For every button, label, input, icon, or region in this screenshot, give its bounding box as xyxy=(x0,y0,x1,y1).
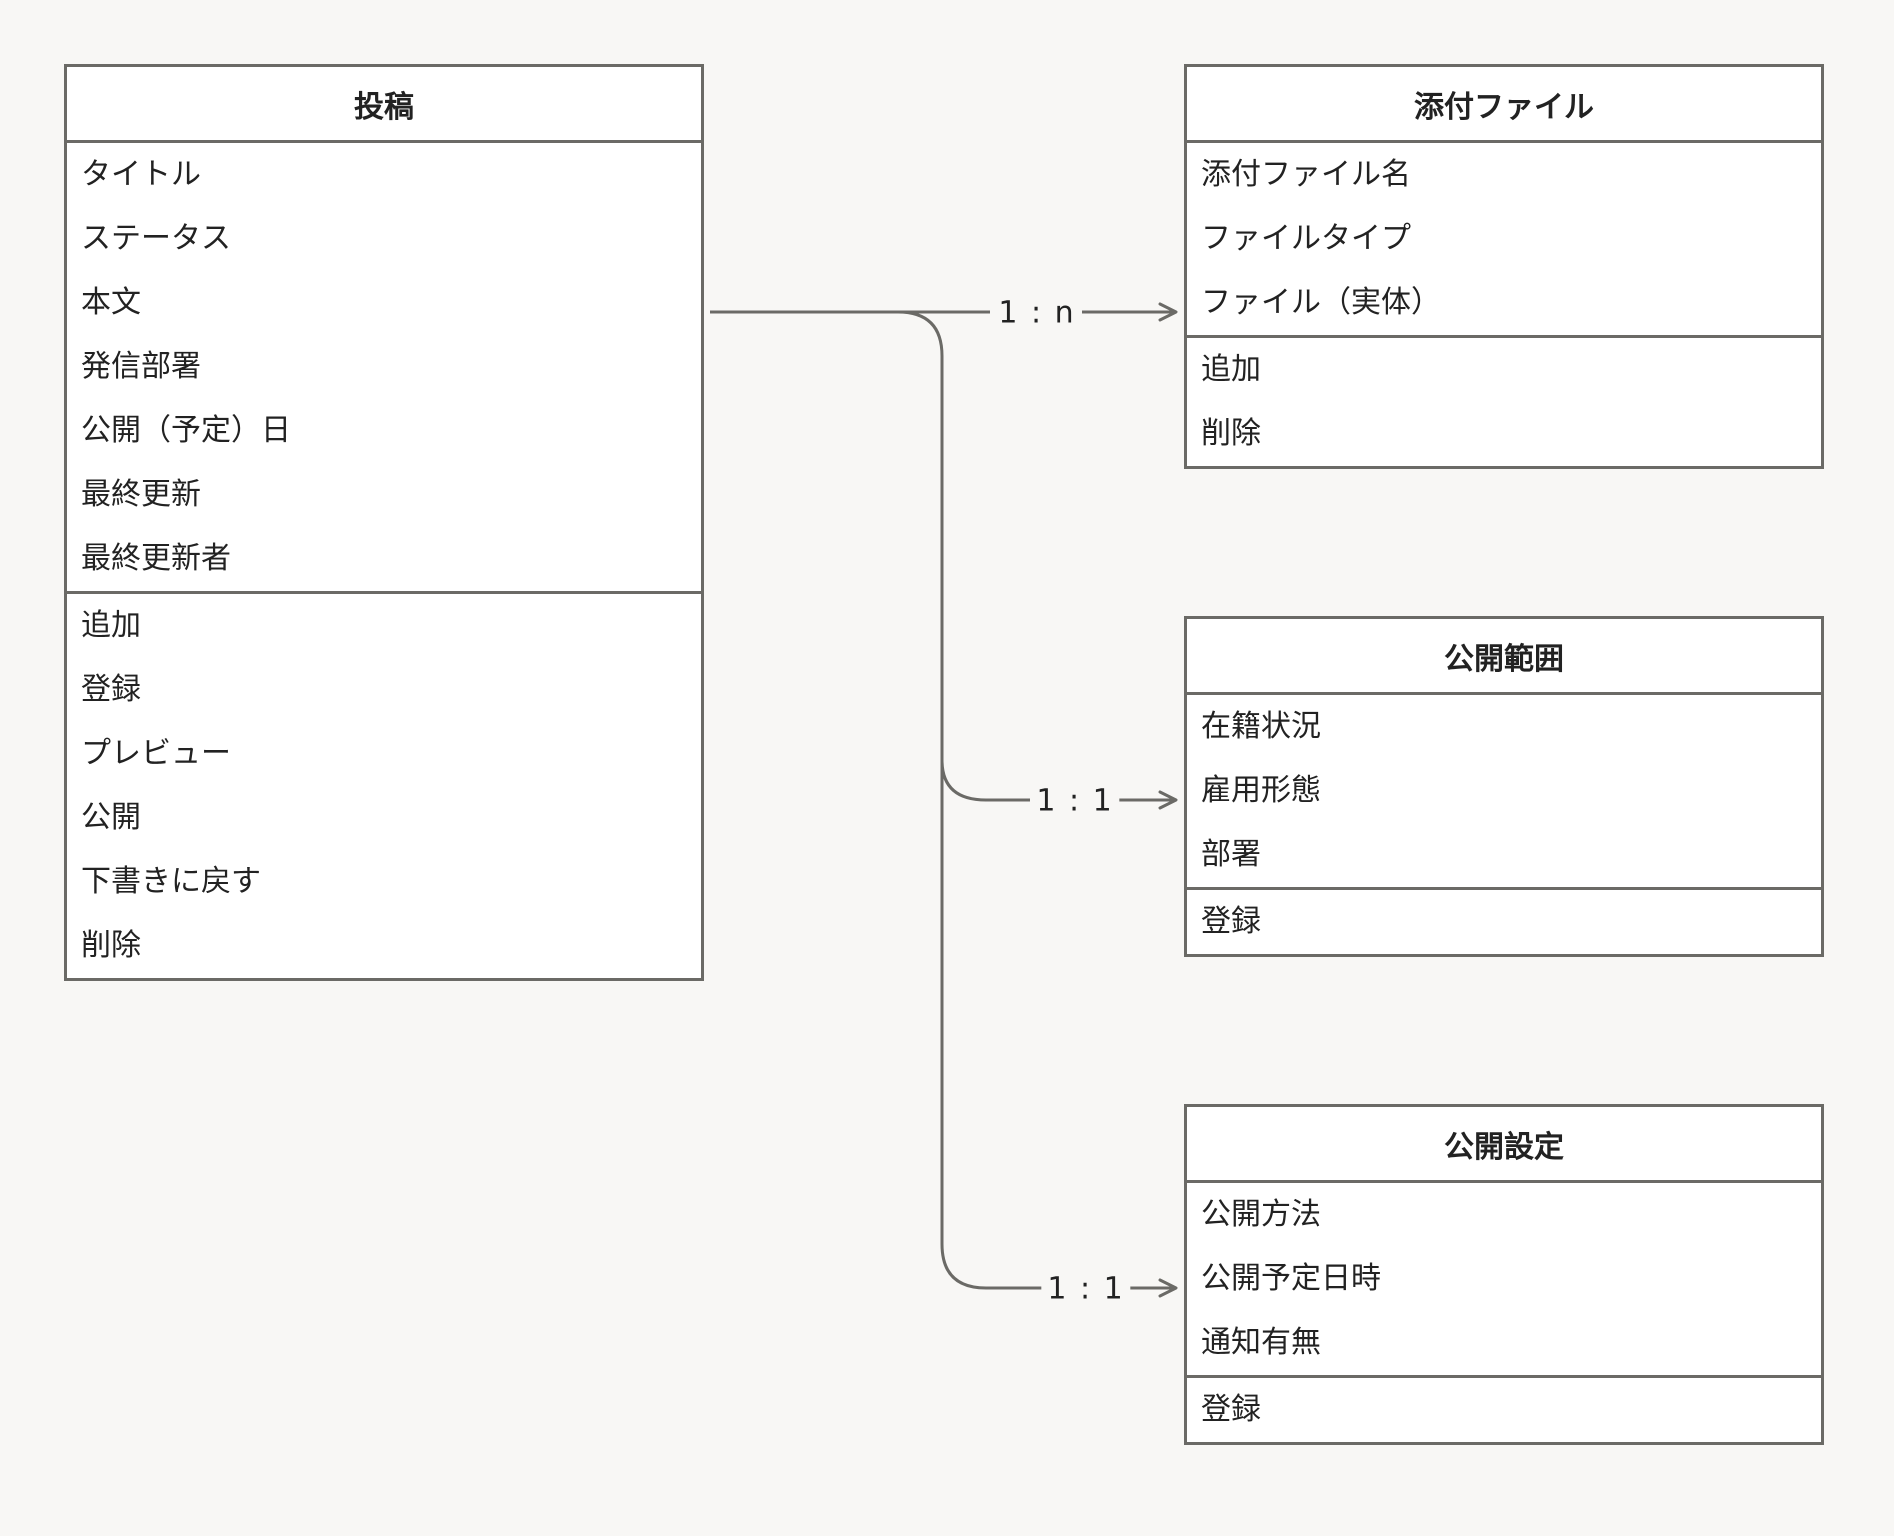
class-settings-operations: 登録 xyxy=(1187,1378,1821,1442)
attribute: 添付ファイル名 xyxy=(1201,157,1411,192)
class-scope: 公開範囲 在籍状況 雇用形態 部署 登録 xyxy=(1184,616,1824,957)
multiplicity-label-attachment: 1 : n xyxy=(992,295,1082,331)
attribute: 最終更新者 xyxy=(81,541,231,576)
operation: 登録 xyxy=(1201,1392,1261,1427)
class-attachment-operations: 追加 削除 xyxy=(1187,338,1821,466)
attribute: 公開方法 xyxy=(1201,1197,1321,1232)
class-post-operations: 追加 登録 プレビュー 公開 下書きに戻す 削除 xyxy=(67,594,701,978)
class-attachment-title: 添付ファイル xyxy=(1187,67,1821,143)
attribute: 在籍状況 xyxy=(1201,709,1321,744)
class-attachment-attributes: 添付ファイル名 ファイルタイプ ファイル（実体） xyxy=(1187,143,1821,338)
attribute: ファイル（実体） xyxy=(1201,285,1441,320)
class-settings-attributes: 公開方法 公開予定日時 通知有無 xyxy=(1187,1183,1821,1378)
class-post-title: 投稿 xyxy=(67,67,701,143)
attribute: 最終更新 xyxy=(81,477,201,512)
class-post: 投稿 タイトル ステータス 本文 発信部署 公開（予定）日 最終更新 最終更新者… xyxy=(64,64,704,981)
class-post-attributes: タイトル ステータス 本文 発信部署 公開（予定）日 最終更新 最終更新者 xyxy=(67,143,701,594)
operation: 登録 xyxy=(81,672,141,707)
attribute: 本文 xyxy=(81,285,141,320)
class-scope-title: 公開範囲 xyxy=(1187,619,1821,695)
attribute: ファイルタイプ xyxy=(1201,221,1411,256)
operation: 削除 xyxy=(81,928,141,963)
relation-line-settings xyxy=(940,760,1044,1290)
class-scope-attributes: 在籍状況 雇用形態 部署 xyxy=(1187,695,1821,890)
attribute: ステータス xyxy=(81,221,231,256)
operation: 削除 xyxy=(1201,416,1261,451)
operation: プレビュー xyxy=(81,736,231,771)
attribute: 公開（予定）日 xyxy=(81,413,291,448)
attribute: タイトル xyxy=(81,157,201,192)
operation: 公開 xyxy=(81,800,141,835)
attribute: 発信部署 xyxy=(81,349,201,384)
operation: 登録 xyxy=(1201,904,1261,939)
operation: 追加 xyxy=(1201,352,1261,387)
attribute: 雇用形態 xyxy=(1201,773,1321,808)
multiplicity-label-scope: 1 : 1 xyxy=(1030,783,1120,819)
class-settings-title: 公開設定 xyxy=(1187,1107,1821,1183)
multiplicity-label-settings: 1 : 1 xyxy=(1041,1271,1131,1307)
operation: 追加 xyxy=(81,608,141,643)
class-scope-operations: 登録 xyxy=(1187,890,1821,954)
class-settings: 公開設定 公開方法 公開予定日時 通知有無 登録 xyxy=(1184,1104,1824,1445)
attribute: 公開予定日時 xyxy=(1201,1261,1381,1296)
class-attachment: 添付ファイル 添付ファイル名 ファイルタイプ ファイル（実体） 追加 削除 xyxy=(1184,64,1824,469)
attribute: 部署 xyxy=(1201,837,1261,872)
relation-line-attachment xyxy=(710,310,1030,802)
operation: 下書きに戻す xyxy=(81,864,261,899)
attribute: 通知有無 xyxy=(1201,1325,1321,1360)
